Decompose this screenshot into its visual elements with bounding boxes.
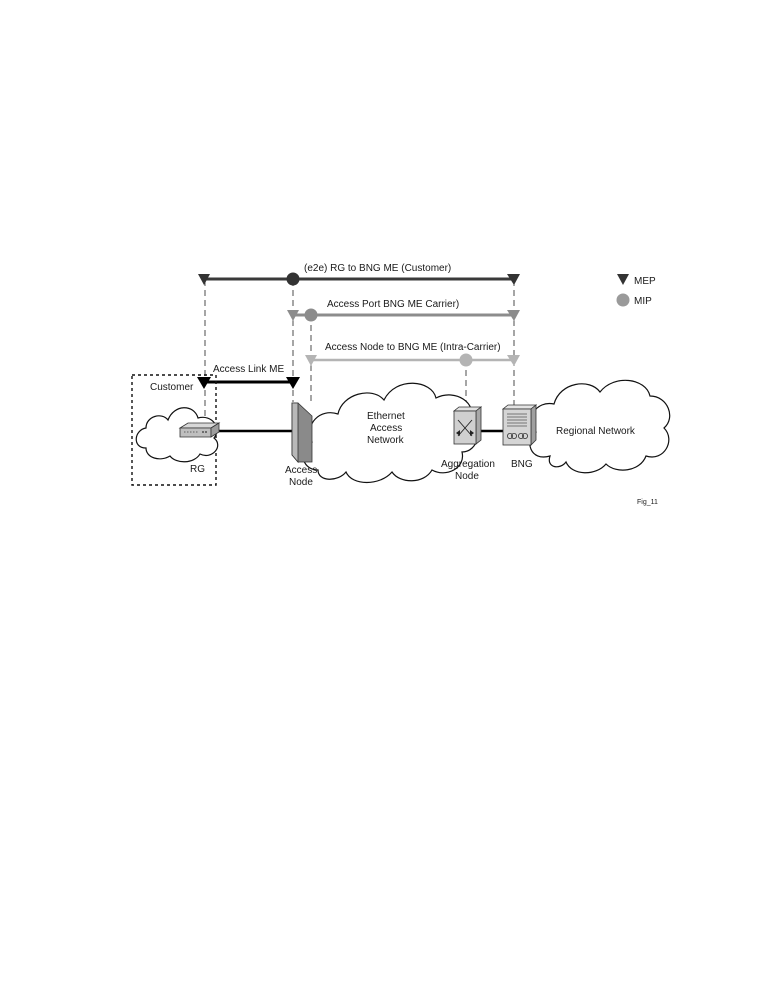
rg-label: RG: [190, 464, 205, 475]
legend-mip-label: MIP: [634, 296, 652, 307]
mip-marker-intra-agg: [459, 353, 473, 367]
mep-marker-link-rg: [197, 377, 211, 389]
mep-marker-intra-bng: [507, 355, 520, 366]
access-node-label-line2: Node: [289, 477, 313, 488]
e2e-me-label: (e2e) RG to BNG ME (Customer): [304, 263, 451, 274]
bng-label: BNG: [511, 459, 533, 470]
access-link-me-label: Access Link ME: [213, 364, 284, 375]
legend: MEP MIP: [616, 274, 656, 307]
bng-router-icon: [501, 404, 538, 446]
rg-device-icon: [178, 422, 221, 438]
mep-marker-carrier-an: [287, 310, 299, 321]
ethernet-label-line2: Access: [370, 423, 402, 434]
aggregation-label-line1: Aggregation: [441, 459, 495, 470]
mep-marker-intra-an: [305, 355, 317, 366]
ethernet-label-line3: Network: [367, 435, 405, 446]
access-node-label-line1: Access: [285, 465, 317, 476]
mep-marker-link-an: [286, 377, 300, 389]
mep-marker-carrier-bng: [507, 310, 520, 321]
mip-marker-carrier-an: [304, 308, 318, 322]
mip-marker-e2e-an: [286, 272, 300, 286]
ethernet-label-line1: Ethernet: [367, 411, 405, 422]
legend-mep-icon: [617, 274, 629, 285]
regional-network-label: Regional Network: [556, 426, 636, 437]
access-node-me-label: Access Node to BNG ME (Intra-Carrier): [325, 342, 501, 353]
mep-marker-e2e-rg: [198, 274, 210, 285]
mep-marker-e2e-bng: [507, 274, 520, 285]
aggregation-switch-icon: [452, 406, 483, 445]
aggregation-label-line2: Node: [455, 471, 479, 482]
access-node-device-icon: [291, 402, 313, 464]
figure-caption: Fig_11: [637, 499, 658, 506]
legend-mep-label: MEP: [634, 276, 656, 287]
legend-mip-icon: [616, 293, 630, 307]
access-port-me-label: Access Port BNG ME Carrier): [327, 299, 459, 310]
customer-label: Customer: [150, 382, 194, 393]
